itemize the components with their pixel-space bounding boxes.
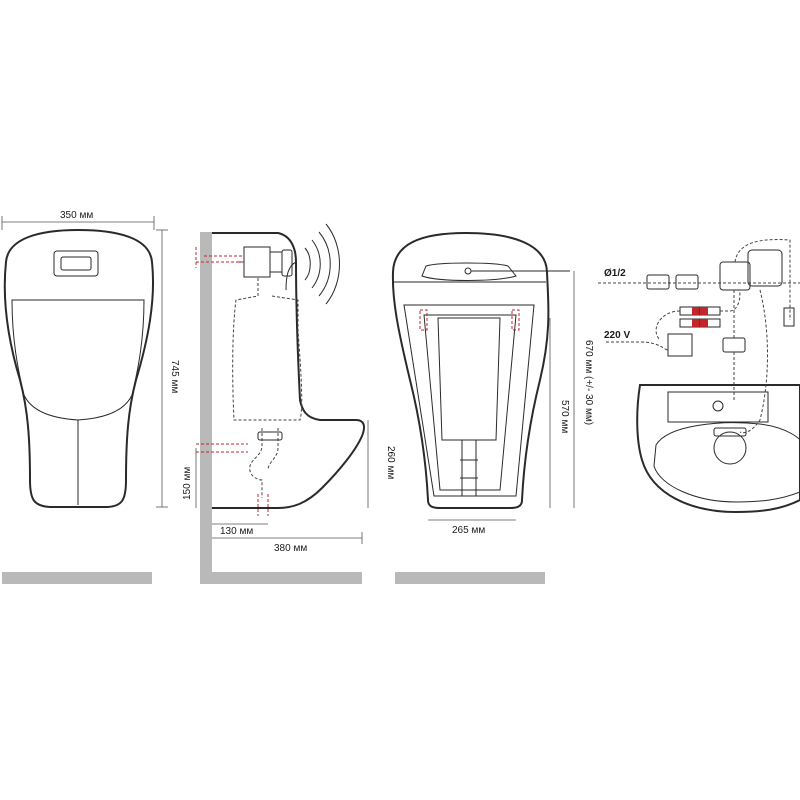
depth-label: 380 мм bbox=[274, 543, 307, 554]
trap-height-label: 150 мм bbox=[182, 467, 193, 500]
back-top-panel bbox=[421, 262, 517, 281]
connector-4-tip bbox=[700, 319, 708, 327]
back-inner-panel bbox=[437, 317, 501, 441]
rim-height-label: 260 мм bbox=[385, 446, 396, 479]
sensor-head bbox=[281, 249, 293, 277]
connector-1-tip bbox=[692, 307, 700, 315]
valve-cable bbox=[734, 239, 791, 320]
drain-connector bbox=[257, 431, 283, 441]
floor-bar-front bbox=[2, 572, 152, 584]
back-height-2-label: 670 мм (+/- 30 мм) bbox=[583, 340, 594, 425]
offset-label: 130 мм bbox=[220, 526, 253, 537]
connector-3-tip bbox=[692, 319, 700, 327]
side-view: 150 мм 130 мм 380 мм 260 мм bbox=[182, 223, 396, 584]
back-view: 265 мм 570 мм 670 мм (+/- 30 мм) bbox=[391, 231, 594, 584]
urinal-side-inner bbox=[285, 261, 297, 291]
solenoid-valve bbox=[719, 261, 751, 291]
power-adapter bbox=[667, 333, 693, 357]
flush-channel bbox=[232, 278, 303, 421]
valve-actuator bbox=[747, 249, 783, 287]
front-height-label: 745 мм bbox=[169, 360, 180, 393]
back-width-label: 265 мм bbox=[452, 525, 485, 536]
connector-2-tip bbox=[700, 307, 708, 315]
back-right-bolt bbox=[511, 309, 520, 331]
sensor-wave-icon bbox=[304, 223, 340, 305]
top-view-port bbox=[712, 400, 724, 412]
back-drain-pipe bbox=[461, 439, 477, 497]
voltage-label: 220 V bbox=[604, 330, 630, 341]
urinal-front-body bbox=[3, 228, 155, 508]
front-sensor-panel bbox=[53, 250, 99, 277]
pipe-nipple bbox=[646, 274, 670, 290]
pipe-size-label: Ø1/2 bbox=[604, 268, 626, 279]
front-view: 350 мм 745 мм bbox=[1, 210, 180, 584]
kit-return-line bbox=[739, 289, 768, 434]
back-left-bolt bbox=[419, 309, 428, 331]
front-sensor-window bbox=[60, 256, 92, 271]
flush-valve-body bbox=[243, 246, 271, 278]
urinal-top-view bbox=[636, 384, 800, 514]
power-line bbox=[606, 341, 669, 351]
flush-valve-cap bbox=[269, 251, 283, 273]
urinal-front-bowl bbox=[11, 299, 145, 421]
cable-plug bbox=[783, 307, 795, 327]
urinal-back-body bbox=[391, 231, 550, 509]
siphon-trap bbox=[249, 428, 279, 498]
drain-cup-top bbox=[713, 427, 747, 437]
back-height-1-label: 570 мм bbox=[559, 400, 570, 433]
front-width-label: 350 мм bbox=[60, 210, 93, 221]
floor-bar-back bbox=[395, 572, 545, 584]
drain-outlet-pipe bbox=[196, 443, 269, 516]
back-sensor-port bbox=[464, 267, 472, 275]
drain-cup bbox=[713, 431, 747, 465]
connector-wires bbox=[655, 289, 741, 341]
top-view-rim bbox=[653, 422, 800, 503]
pipe-coupling bbox=[675, 274, 699, 290]
top-view-back-panel bbox=[667, 391, 769, 423]
inline-fitting bbox=[722, 337, 746, 353]
installation-kit: Ø1/2 220 V bbox=[598, 239, 800, 514]
back-mount-frame bbox=[403, 304, 535, 497]
water-inlet-pipe bbox=[195, 247, 244, 268]
